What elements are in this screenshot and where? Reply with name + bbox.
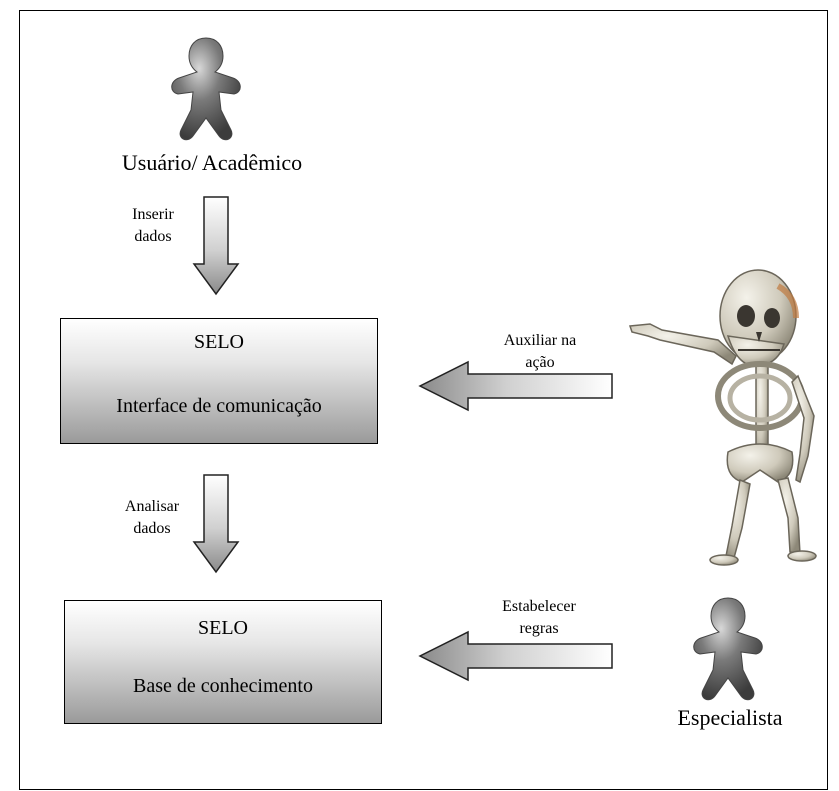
person-icon [171,37,241,141]
down-arrow-analyze [192,474,240,574]
arrow-analyze-line2: dados [133,520,171,537]
arrow-assist-label: Auxiliar na ação [480,330,600,374]
box-knowledge-title: SELO [198,617,248,639]
user-actor-label: Usuário/ Acadêmico [121,150,303,175]
box-knowledge: SELO Base de conhecimento [64,600,382,724]
arrow-rules-label: Estabelecer regras [474,596,604,640]
diagram-frame [19,10,828,790]
down-arrow-insert [192,196,240,296]
arrow-insert-label: Inserir dados [118,204,188,248]
specialist-actor-label: Especialista [677,705,783,730]
arrow-rules-line2: regras [519,620,559,637]
arrow-assist-line1: Auxiliar na [503,332,577,349]
person-icon [693,597,763,701]
arrow-analyze-line1: Analisar [124,498,180,515]
pointing-skeleton-icon [628,269,817,566]
arrow-insert-line1: Inserir [132,206,174,223]
box-interface-title: SELO [194,331,244,353]
box-interface: SELO Interface de comunicação [60,318,378,444]
left-arrow-rules [418,630,613,682]
left-arrow-assist [418,360,613,412]
box-knowledge-subtitle: Base de conhecimento [133,675,313,697]
arrow-insert-line2: dados [134,228,172,245]
arrow-rules-line1: Estabelecer [502,598,576,615]
box-interface-subtitle: Interface de comunicação [116,395,322,417]
arrow-analyze-label: Analisar dados [112,496,192,540]
arrow-assist-line2: ação [525,354,555,371]
